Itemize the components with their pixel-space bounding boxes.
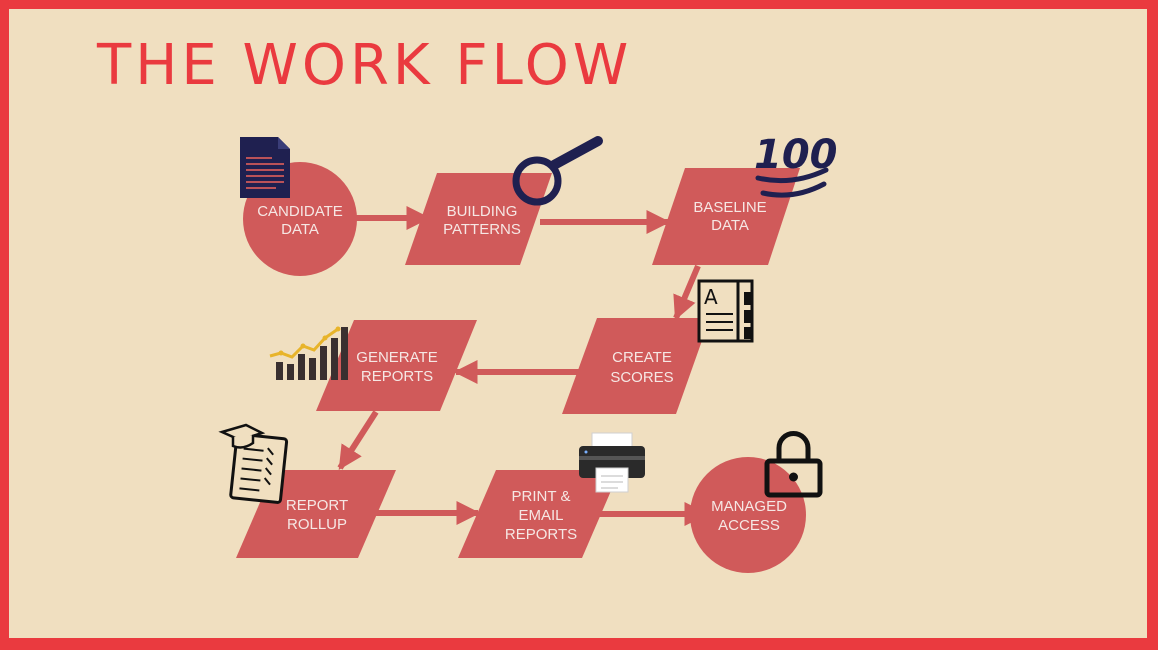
node-label-line: PRINT & bbox=[512, 488, 571, 505]
node-label-line: DATA bbox=[711, 217, 749, 234]
node-baseline-data: BASELINE DATA 100 bbox=[652, 132, 838, 265]
address-book-letter: A bbox=[704, 285, 718, 309]
node-label-line: CANDIDATE bbox=[257, 203, 343, 220]
node-shape bbox=[690, 457, 806, 573]
node-report-rollup: REPORT ROLLUP bbox=[218, 423, 396, 558]
node-generate-reports: GENERATE REPORTS bbox=[269, 320, 477, 411]
arrow-reports-to-rollup bbox=[337, 410, 379, 471]
node-managed-access: MANAGED ACCESS bbox=[690, 431, 823, 573]
lock-icon bbox=[764, 431, 823, 498]
magnifier-icon bbox=[512, 136, 603, 206]
node-create-scores: CREATE SCORES A bbox=[562, 279, 754, 414]
node-shape bbox=[562, 318, 710, 414]
node-label-line: PATTERNS bbox=[443, 221, 521, 238]
node-label-line: MANAGED bbox=[711, 498, 787, 515]
node-label-line: DATA bbox=[281, 221, 319, 238]
node-label-line: BUILDING bbox=[447, 203, 518, 220]
bar-chart-icon bbox=[269, 326, 348, 380]
node-label-line: BASELINE bbox=[693, 199, 766, 216]
node-shape bbox=[405, 173, 552, 265]
document-icon bbox=[240, 137, 290, 198]
page-title: THE WORK FLOW bbox=[97, 33, 633, 98]
node-label-line: ROLLUP bbox=[287, 516, 347, 533]
node-building-patterns: BUILDING PATTERNS bbox=[405, 136, 603, 265]
node-shape bbox=[458, 470, 620, 558]
hundred-points-icon: 100 bbox=[754, 132, 838, 198]
node-label-line: REPORTS bbox=[361, 368, 433, 385]
printer-icon bbox=[579, 432, 645, 493]
node-label-line: EMAIL bbox=[518, 507, 563, 524]
arrow-baseline-to-scores bbox=[673, 264, 701, 321]
node-label-line: SCORES bbox=[610, 369, 673, 386]
node-label-line: ACCESS bbox=[718, 517, 780, 534]
connectors bbox=[337, 206, 709, 526]
node-candidate-data: CANDIDATE DATA bbox=[240, 137, 357, 276]
node-label-line: GENERATE bbox=[356, 349, 437, 366]
node-print-email-reports: PRINT & EMAIL REPORTS bbox=[458, 432, 645, 558]
node-label-line: REPORTS bbox=[505, 526, 577, 543]
node-shape bbox=[316, 320, 477, 411]
node-label-line: REPORT bbox=[286, 497, 348, 514]
diploma-scroll-icon bbox=[218, 423, 289, 504]
node-label-line: CREATE bbox=[612, 349, 672, 366]
address-book-icon: A bbox=[697, 279, 754, 343]
